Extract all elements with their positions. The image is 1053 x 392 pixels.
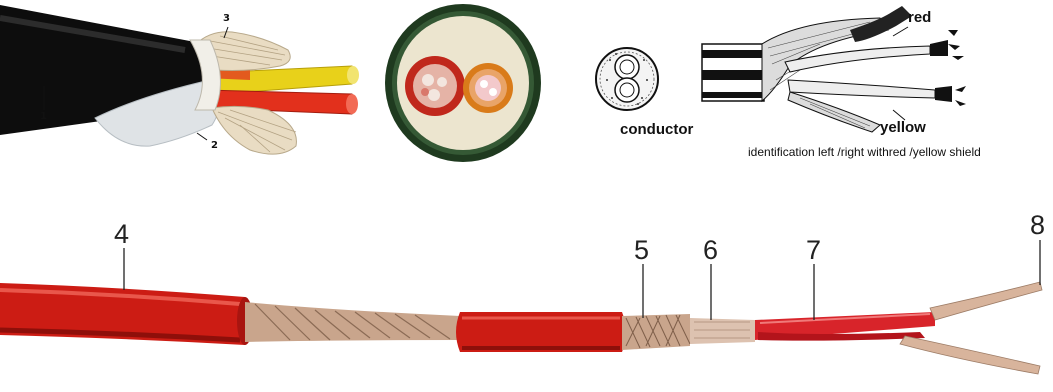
- callout-3: 3: [223, 14, 230, 24]
- callout-6: 6: [703, 237, 718, 264]
- schematic-caption: identification left /right withred /yell…: [748, 146, 981, 158]
- callout-2: 2: [211, 141, 218, 151]
- left-conductor: [405, 56, 465, 116]
- callout-7: 7: [806, 237, 821, 264]
- callout-4: 4: [114, 221, 129, 248]
- label-red: red: [908, 10, 931, 25]
- callout-1: 1: [40, 112, 47, 122]
- cutaway-cable: [0, 5, 359, 154]
- conductor-upper: [930, 282, 1042, 320]
- right-conductor: [463, 63, 513, 113]
- label-conductor: conductor: [620, 122, 693, 137]
- schematic-section: [596, 48, 658, 110]
- callout-8: 8: [1030, 212, 1045, 239]
- conductor-lower: [900, 336, 1040, 374]
- callout-5: 5: [634, 237, 649, 264]
- label-yellow: yellow: [880, 120, 926, 135]
- cross-section: [385, 4, 541, 162]
- stripped-red-cable: [0, 240, 1042, 374]
- lower-strands: [212, 106, 296, 154]
